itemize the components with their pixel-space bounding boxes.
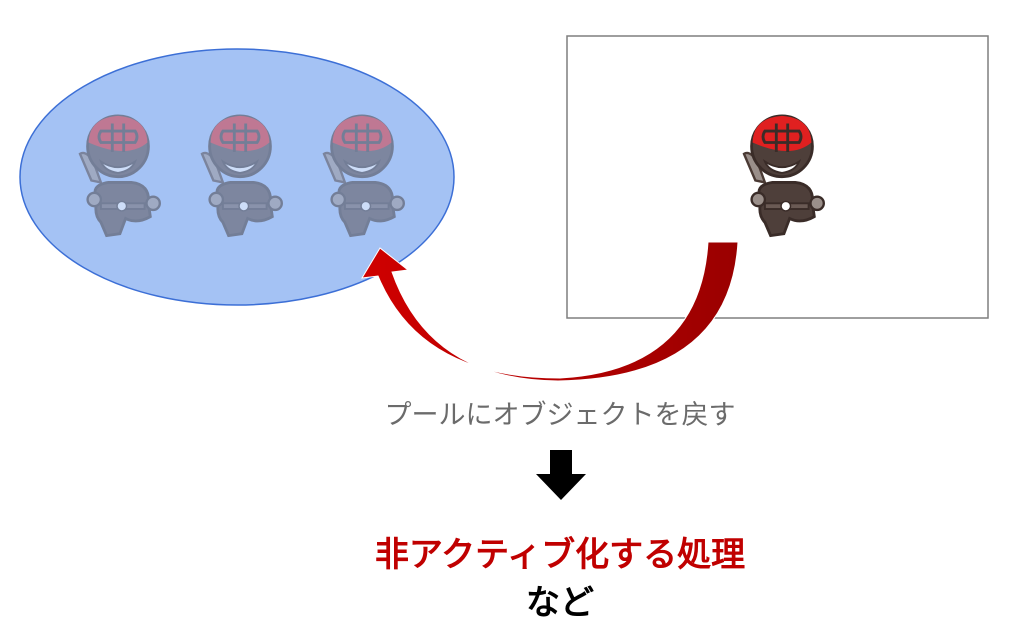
pooled-ninjas <box>78 114 406 238</box>
etc-label: など <box>526 583 594 623</box>
down-arrow-icon <box>536 450 586 500</box>
deactivate-label: 非アクティブ化する処理 <box>374 535 746 575</box>
return-arrow <box>361 241 739 382</box>
pool-return-label: プールにオブジェクトを戻す <box>384 400 736 431</box>
